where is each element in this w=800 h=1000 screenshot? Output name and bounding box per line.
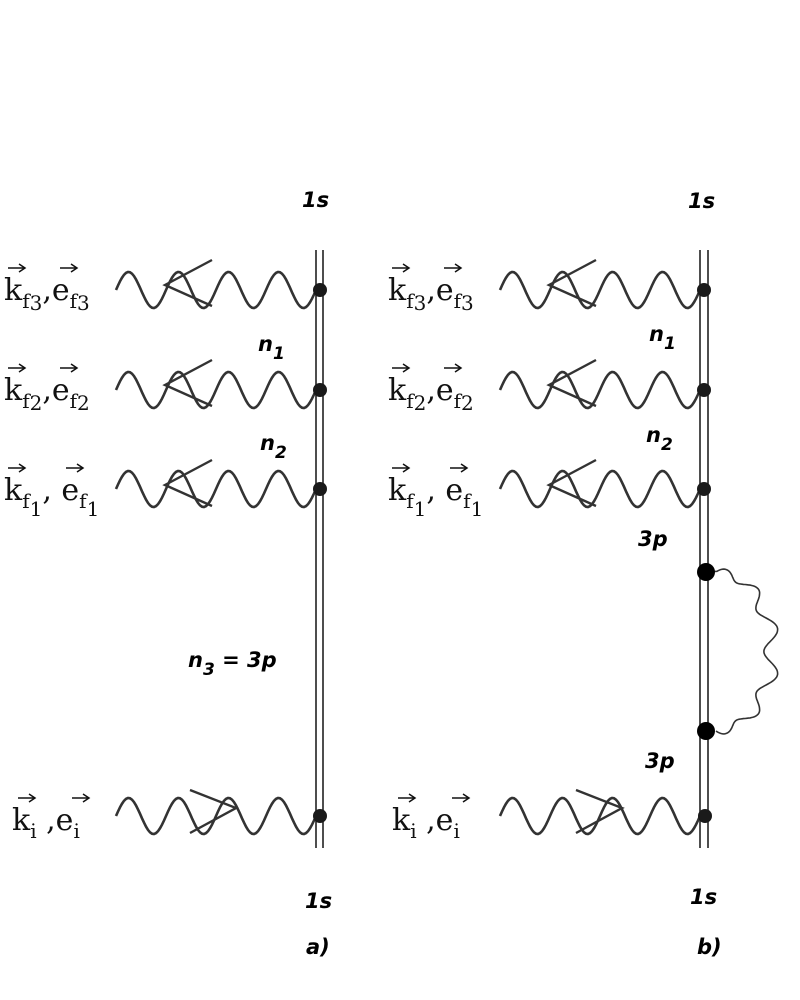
photon-arrow-b-f2 (546, 358, 597, 408)
diagram-a: kf3,ef3 kf2,ef2 kf1, ef1 ki ,ei 1s n1 n2… (4, 188, 332, 959)
photon-wave-a-f3 (114, 270, 318, 310)
state-label-b-3p-lower: 3p (645, 749, 675, 773)
state-label-b-n1: n1 (649, 322, 676, 354)
state-label-a-n2: n2 (260, 431, 287, 463)
vertex-b-loop-upper (697, 563, 715, 581)
vector-arrow-mark (60, 263, 79, 273)
photon-wave-a-f1 (114, 469, 318, 509)
state-label-a-bottom: 1s (305, 889, 332, 913)
state-label-a-n3: n3 = 3p (188, 648, 277, 680)
caption-a: a) (306, 935, 330, 959)
vertex-b-loop-lower (697, 722, 715, 740)
photon-arrow-a-f3 (162, 258, 213, 308)
vector-arrow-mark (66, 463, 85, 473)
vertex-b-f1 (697, 482, 711, 496)
photon-wave-b-f2 (498, 370, 702, 410)
self-energy-loop-b (705, 568, 779, 735)
vector-arrow-mark (18, 793, 37, 803)
photon-label-a-f1: kf1, ef1 (4, 473, 99, 521)
photon-wave-b-f1 (498, 469, 702, 509)
photon-label-a-i: ki ,ei (12, 803, 80, 843)
vector-arrow-mark (8, 263, 27, 273)
vector-arrow-mark (60, 363, 79, 373)
photon-label-b-f1: kf1, ef1 (388, 473, 483, 521)
state-label-b-n2: n2 (646, 423, 673, 455)
vertex-b-f3 (697, 283, 711, 297)
photon-wave-a-i (114, 796, 318, 836)
photon-arrow-b-f3 (546, 258, 597, 308)
state-label-a-n1: n1 (258, 332, 285, 364)
photon-arrow-a-f1 (162, 458, 213, 508)
photon-label-b-i: ki ,ei (392, 803, 460, 843)
vertex-a-f1 (313, 482, 327, 496)
vertex-b-f2 (697, 383, 711, 397)
vector-arrow-mark (72, 793, 91, 803)
vector-arrow-mark (444, 363, 463, 373)
photon-arrow-a-f2 (162, 358, 213, 408)
photon-label-b-f2: kf2,ef2 (388, 373, 474, 415)
vector-arrow-mark (444, 263, 463, 273)
caption-b: b) (697, 935, 722, 959)
vector-arrow-mark (8, 463, 27, 473)
photon-arrow-b-i (575, 788, 625, 835)
photon-wave-a-f2 (114, 370, 318, 410)
vector-arrow-mark (392, 463, 411, 473)
vector-arrow-mark (392, 263, 411, 273)
state-label-a-top: 1s (302, 188, 329, 212)
vertex-a-i (313, 809, 327, 823)
photon-label-b-f3: kf3,ef3 (388, 273, 474, 315)
vector-arrows (8, 263, 471, 803)
vector-arrow-mark (392, 363, 411, 373)
vector-arrow-mark (450, 463, 469, 473)
state-label-b-3p-upper: 3p (638, 527, 668, 551)
photon-label-a-f2: kf2,ef2 (4, 373, 90, 415)
vertex-b-i (698, 809, 712, 823)
photon-wave-b-i (498, 796, 702, 836)
vector-arrow-mark (452, 793, 471, 803)
vertex-a-f3 (313, 283, 327, 297)
photon-label-a-f3: kf3,ef3 (4, 273, 90, 315)
vector-arrow-mark (398, 793, 417, 803)
vertex-a-f2 (313, 383, 327, 397)
state-label-b-top: 1s (688, 189, 715, 213)
photon-arrow-a-i (189, 788, 239, 835)
photon-wave-b-f3 (498, 270, 702, 310)
electron-line-a (315, 250, 324, 848)
vector-arrow-mark (8, 363, 27, 373)
electron-line-b (699, 250, 709, 848)
diagram-b: kf3,ef3 kf2,ef2 kf1, ef1 ki ,ei 1s n1 n2… (388, 189, 779, 959)
state-label-b-bottom: 1s (690, 885, 717, 909)
photon-arrow-b-f1 (546, 458, 597, 508)
